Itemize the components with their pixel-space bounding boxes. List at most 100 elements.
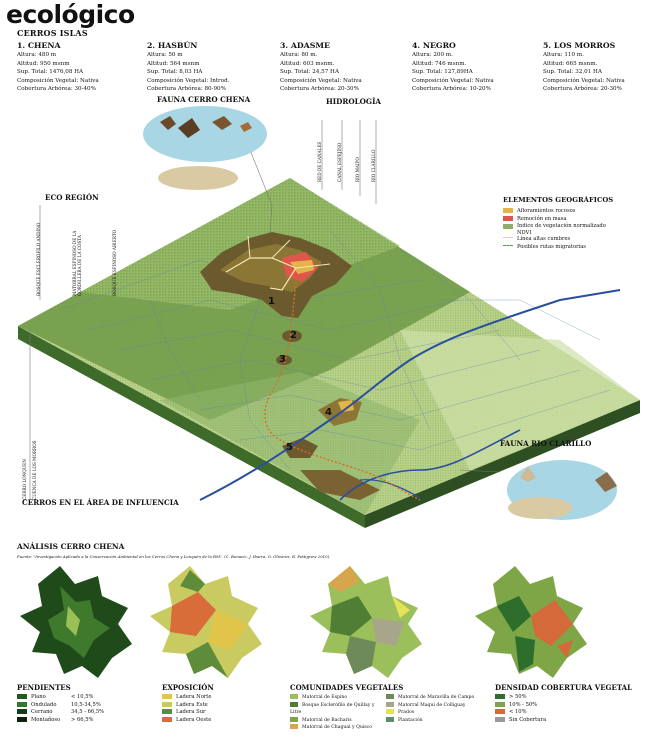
geo-legend-item: Afloramientos rocosos	[503, 208, 648, 216]
hill-stat: Cobertura Arbórea: 30-40%	[17, 86, 96, 93]
legend-label: > 50%	[509, 694, 527, 700]
hill-stats-adasme: 3. ADASME Altura: 80 m. Altitud: 603 msn…	[280, 41, 405, 94]
swatch	[17, 716, 27, 722]
geo-legend-item: Posibles rutas migratorias	[503, 244, 648, 252]
legend-range: 10,5-34,5%	[71, 701, 101, 708]
hill-stat: Altura: 480 m	[17, 52, 57, 58]
legend-range: 34,5 - 66,5%	[71, 709, 105, 716]
isometric-terrain-map: 1 2 3 4 5	[18, 106, 640, 528]
fox-icon	[595, 472, 617, 492]
swatch	[290, 701, 298, 707]
hydro-item: RÍO CLARILLO	[371, 149, 376, 182]
map-side-left	[18, 326, 365, 528]
hill-stat: Altitud: 950 msnm	[17, 60, 70, 67]
legend-item: Matorral Maqui de Colliguay	[386, 701, 486, 710]
legend-label: Matorral Maqui de Colliguay	[398, 702, 466, 708]
swatch	[495, 716, 505, 722]
community-map	[310, 566, 422, 678]
hill-stat: Sup. Total: 1476,08 HA	[17, 69, 84, 76]
eco-item: MATORRAL ESPINOSO DE LA CORDILLERA DE LA…	[72, 230, 82, 296]
legend-label: Montañoso	[31, 716, 61, 723]
legend-label: Plano	[31, 694, 46, 700]
densidad-title: DENSIDAD COBERTURA VEGETAL	[495, 683, 633, 692]
legend-label: 10% - 50%	[509, 701, 538, 708]
legend-item: Matorral de Espino	[290, 694, 386, 702]
bird-icon	[178, 118, 200, 138]
high-summit-line	[225, 257, 297, 291]
legend-item: Montañoso > 66,5%	[17, 716, 137, 725]
cerro-hasbun	[282, 330, 302, 342]
geo-legend-label: Posibles rutas migratorias	[517, 243, 586, 250]
hill-stat: Composición Vegetal: Nativa	[543, 77, 625, 84]
migratory-route	[264, 281, 421, 501]
densidad-legend: DENSIDAD COBERTURA VEGETAL > 50% 10% - 5…	[495, 683, 645, 724]
swatch	[386, 709, 394, 715]
swatch	[17, 694, 27, 699]
analysis-maps	[20, 566, 587, 678]
hydro-item: RÍO MAIPO	[355, 157, 360, 182]
legend-item: > 50%	[495, 694, 645, 702]
swatch	[290, 724, 298, 730]
legend-item: Prados	[386, 709, 486, 717]
rio-clarillo	[339, 429, 521, 501]
legend-label: < 10%	[509, 709, 527, 716]
geo-legend-item: Índice de vegetación normalizado NDVI	[503, 223, 648, 236]
swatch	[495, 701, 505, 707]
legend-item: Matorral de Chagual y Quisco	[290, 724, 386, 732]
legend-item: Bosque Esclerófilo de Quillay y Litre	[290, 701, 386, 717]
marker-1: 1	[268, 296, 275, 307]
hill-stat: Composición Vegetal: Nativa	[412, 77, 494, 84]
map-side-right	[365, 400, 640, 528]
river-branch	[359, 479, 421, 499]
legend-item: Ladera Oeste	[162, 716, 282, 725]
legend-item: Ondulado 10,5-34,5%	[17, 701, 137, 710]
fauna-chena-ground	[158, 166, 238, 190]
hill-stats-negro: 4. NEGRO Altura: 200 m. Altitud: 746 msn…	[412, 41, 537, 94]
hill-stat: Altitud: 746 msnm.	[412, 60, 467, 67]
hill-name: 1. CHENA	[17, 41, 61, 50]
geo-legend-label: Índice de vegetación normalizado NDVI	[517, 223, 606, 236]
swatch	[290, 694, 298, 699]
legend-label: Matorral de Bacharis	[302, 717, 352, 723]
legend-label: Ondulado	[31, 701, 57, 708]
ndvi-swatch	[503, 224, 513, 230]
cerros-influencia-label: CERROS EN EL ÁREA DE INFLUENCIA	[22, 498, 179, 507]
geo-legend-label: Línea altas cumbres	[517, 236, 571, 242]
hydro-item: RED DE CANALES	[317, 141, 322, 182]
legend-label: Ladera Oeste	[176, 716, 212, 723]
legend-label: Bosque Esclerófilo de Quillay y Litre	[290, 702, 375, 716]
legend-item: Ladera Este	[162, 701, 282, 710]
fauna-clarillo-label: FAUNA RIO CLARILLO	[500, 439, 592, 448]
hill-name: 4. NEGRO	[412, 41, 456, 50]
hill-stat: Cobertura Arbórea: 20-30%	[280, 86, 359, 93]
hill-stat: Cobertura Arbórea: 80-90%	[147, 86, 226, 93]
hill-stat: Altitud: 564 msnm	[147, 60, 200, 67]
hill-stat: Cobertura Arbórea: 20-30%	[543, 86, 622, 93]
slope-map	[20, 566, 132, 678]
legend-label: Matorral de Espino	[302, 695, 348, 700]
swatch	[495, 709, 505, 715]
legend-label: Sin Cobertura	[509, 716, 547, 723]
swatch	[386, 716, 394, 722]
legend-item: < 10%	[495, 709, 645, 717]
geo-legend-item: Remoción en masa	[503, 215, 648, 224]
eco-item: BOSQUE ESCLERÓFILO ANDINO	[36, 222, 41, 296]
eco-region-label: ECO REGIÓN	[45, 193, 99, 202]
swatch	[386, 694, 394, 699]
section-title: CERROS ISLAS	[17, 28, 88, 38]
hill-stat: Altura: 110 m.	[543, 52, 584, 58]
hill-stat: Sup. Total: 24,57 HA	[280, 69, 339, 76]
hill-stat: Cobertura Arbórea: 10-20%	[412, 86, 491, 93]
hill-stat: Sup. Total: 32,01 HA	[543, 69, 602, 76]
marker-3: 3	[279, 354, 286, 365]
page-title: ecológico	[6, 0, 135, 29]
legend-label: Ladera Sur	[176, 709, 206, 716]
hidrologia-label: HIDROLOGÍA	[326, 97, 382, 106]
legend-range: > 66,5%	[71, 716, 94, 723]
swatch	[162, 709, 172, 715]
hill-stats-hasbun: 2. HASBÚN Altura: 50 m Altitud: 564 msnm…	[147, 41, 272, 94]
legend-item: Ladera Sur	[162, 709, 282, 717]
legend-label: Matorral de Chagual y Quisco	[302, 725, 372, 731]
